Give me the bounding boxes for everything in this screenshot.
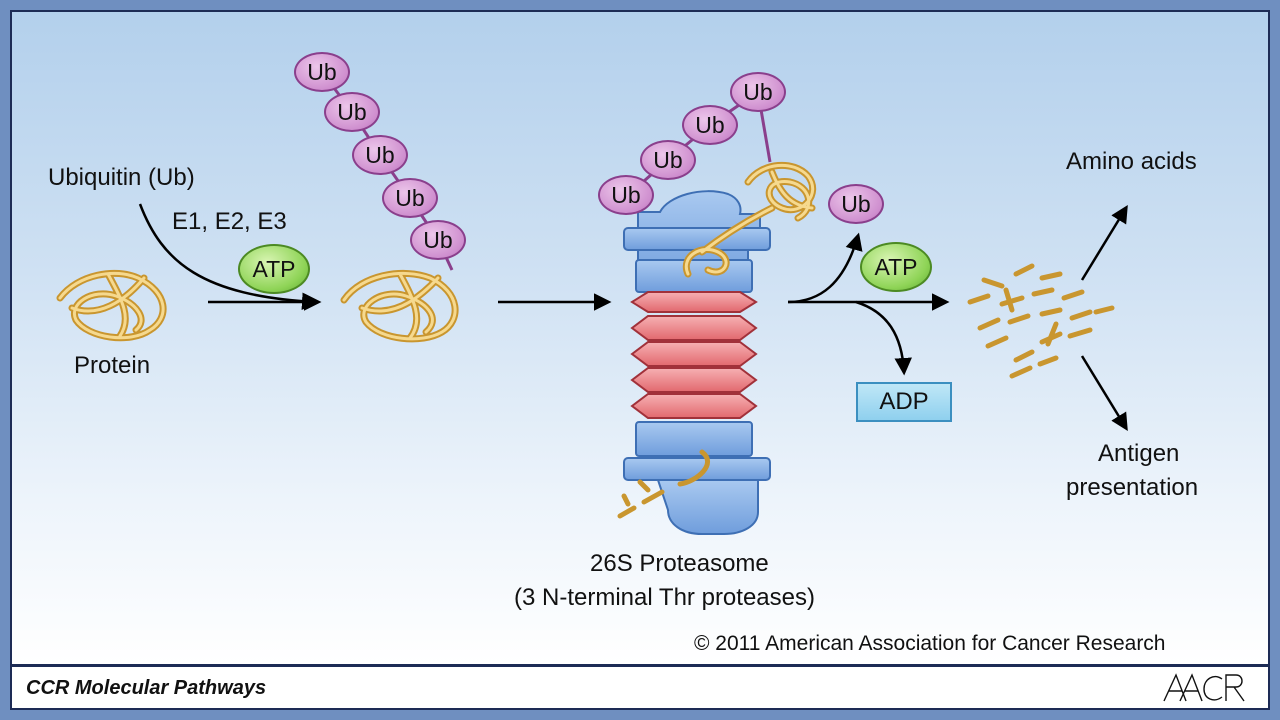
ub-molecule: Ub xyxy=(682,105,738,145)
copyright-label: © 2011 American Association for Cancer R… xyxy=(694,632,1166,655)
atp-molecule: ATP xyxy=(238,244,310,294)
ub-molecule: Ub xyxy=(410,220,466,260)
peptide-exit-graphic xyxy=(617,449,711,519)
atp-molecule: ATP xyxy=(860,242,932,292)
to-adp-arrow xyxy=(855,300,912,376)
proteasome-sublabel: (3 N-terminal Thr proteases) xyxy=(514,584,815,611)
diagram-frame: Ub Ub Ub Ub Ub Ub Ub Ub Ub Ub ATP ATP AD… xyxy=(10,10,1270,710)
to-amino-acids-arrow xyxy=(1080,205,1128,281)
ub-molecule: Ub xyxy=(324,92,380,132)
ub-molecule: Ub xyxy=(382,178,438,218)
enzymes-label: E1, E2, E3 xyxy=(172,208,287,235)
diagram-panel: Ub Ub Ub Ub Ub Ub Ub Ub Ub Ub ATP ATP AD… xyxy=(12,12,1268,664)
adp-box: ADP xyxy=(856,382,952,422)
presentation-label: presentation xyxy=(1066,474,1199,501)
proteasome-core xyxy=(630,291,758,419)
ub-molecule: Ub xyxy=(294,52,350,92)
amino-acids-label: Amino acids xyxy=(1066,148,1197,175)
ub-release-arrow xyxy=(787,232,863,304)
protein-label: Protein xyxy=(74,352,151,379)
ub-molecule: Ub xyxy=(598,175,654,215)
ubiquitination-curved-arrow xyxy=(138,203,320,310)
aacr-logo-icon xyxy=(1163,673,1245,702)
footer-bar: CCR Molecular Pathways xyxy=(12,664,1268,708)
ub-molecule: Ub xyxy=(730,72,786,112)
peptide-fragments-graphic xyxy=(967,263,1115,379)
proteasome-label: 26S Proteasome xyxy=(590,550,769,577)
footer-title: CCR Molecular Pathways xyxy=(26,677,267,699)
antigen-label: Antigen xyxy=(1098,440,1180,467)
pathway-graphics xyxy=(56,71,1128,535)
proteasome-bottom-cap xyxy=(623,421,771,535)
to-antigen-presentation-arrow xyxy=(1080,355,1128,431)
ubiquitin-label: Ubiquitin (Ub) xyxy=(48,164,195,191)
ub-molecule-released: Ub xyxy=(828,184,884,224)
ub-molecule: Ub xyxy=(640,140,696,180)
ub-molecule: Ub xyxy=(352,135,408,175)
